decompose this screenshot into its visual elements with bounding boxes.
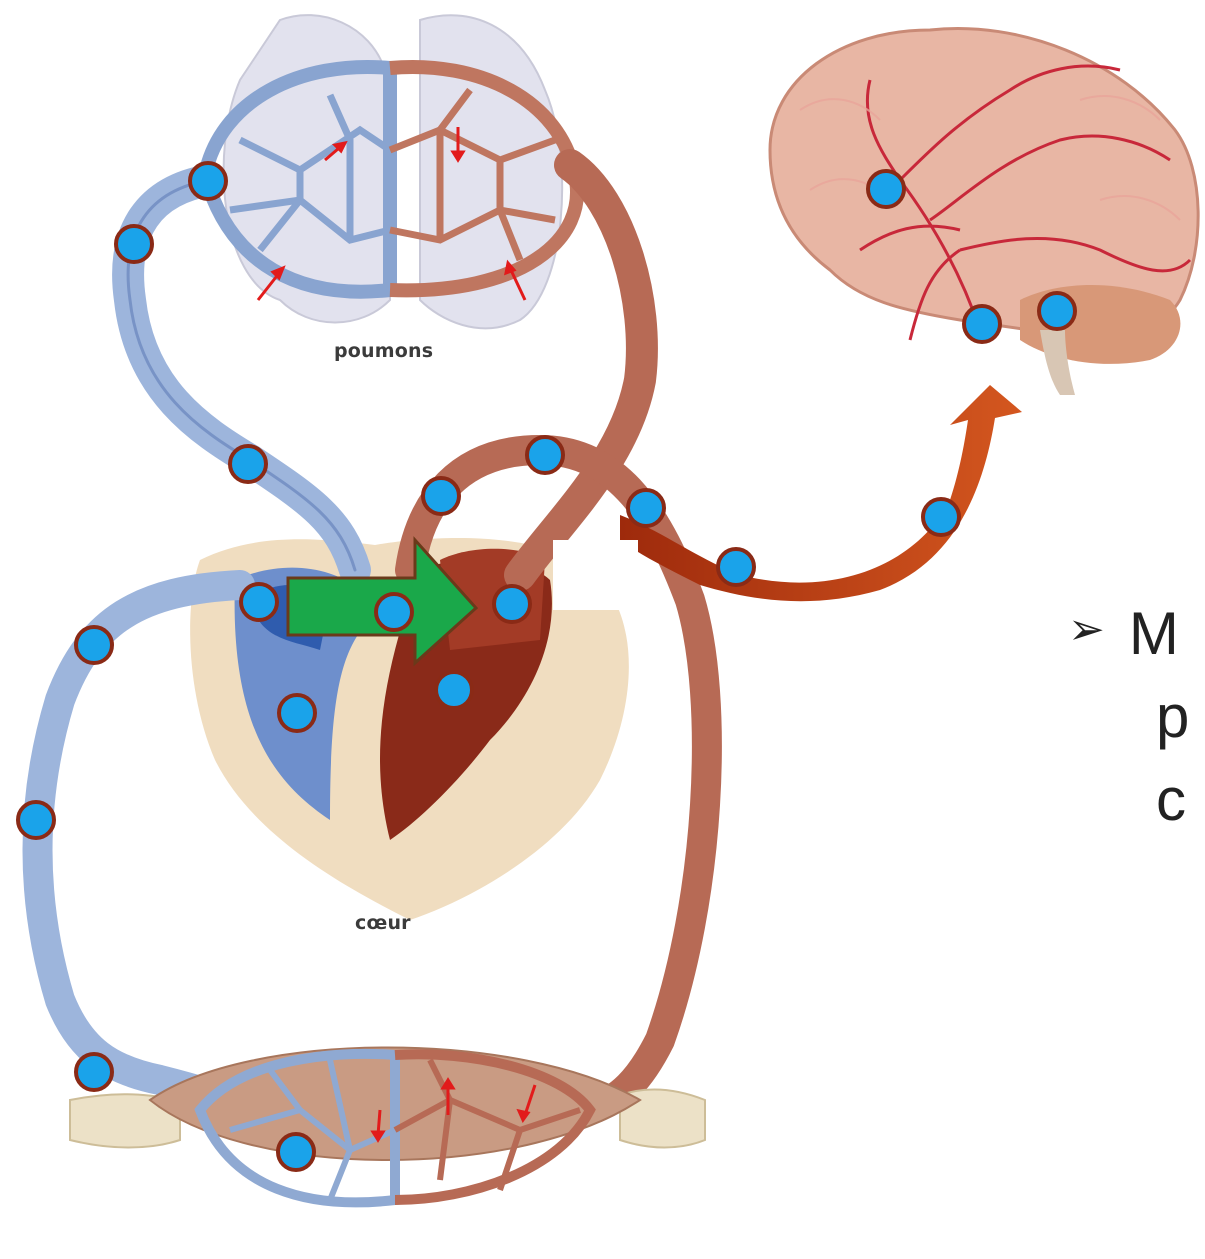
blood-cell-dot-icon bbox=[76, 1054, 112, 1090]
blood-cell-dot-icon bbox=[527, 437, 563, 473]
blood-cell-dot-icon bbox=[241, 584, 277, 620]
bullet-line-3: c bbox=[1068, 758, 1205, 841]
blood-cell-dot-icon bbox=[494, 586, 530, 622]
lungs-label: poumons bbox=[334, 340, 433, 362]
blood-cell-dot-icon bbox=[376, 594, 412, 630]
blood-cell-dot-icon bbox=[1039, 293, 1075, 329]
blood-cell-dot-icon bbox=[278, 1134, 314, 1170]
bullet-row-1: ➢M bbox=[1068, 588, 1205, 675]
bullet-arrow-icon: ➢ bbox=[1068, 605, 1105, 654]
white-patch bbox=[553, 540, 638, 610]
blood-cell-dot-icon bbox=[436, 672, 472, 708]
bullet-line-1: M bbox=[1129, 600, 1179, 667]
blood-cell-dot-icon bbox=[964, 306, 1000, 342]
blood-cell-dot-icon bbox=[116, 226, 152, 262]
blood-cell-dot-icon bbox=[923, 499, 959, 535]
blood-cell-dot-icon bbox=[279, 695, 315, 731]
blood-cell-dot-icon bbox=[718, 549, 754, 585]
orange-curved-arrow-icon bbox=[620, 385, 1022, 601]
blood-cell-dot-icon bbox=[76, 627, 112, 663]
blood-cell-dot-icon bbox=[628, 490, 664, 526]
bullet-text: ➢M p c bbox=[1068, 588, 1205, 841]
heart-label: cœur bbox=[355, 912, 411, 934]
bullet-line-2: p bbox=[1068, 675, 1205, 758]
blood-cell-dot-icon bbox=[230, 446, 266, 482]
lungs-illustration bbox=[205, 15, 577, 328]
blood-cell-dot-icon bbox=[190, 163, 226, 199]
blood-cell-dot-icon bbox=[423, 478, 459, 514]
blood-cell-dot-icon bbox=[868, 171, 904, 207]
blood-cell-dot-icon bbox=[18, 802, 54, 838]
